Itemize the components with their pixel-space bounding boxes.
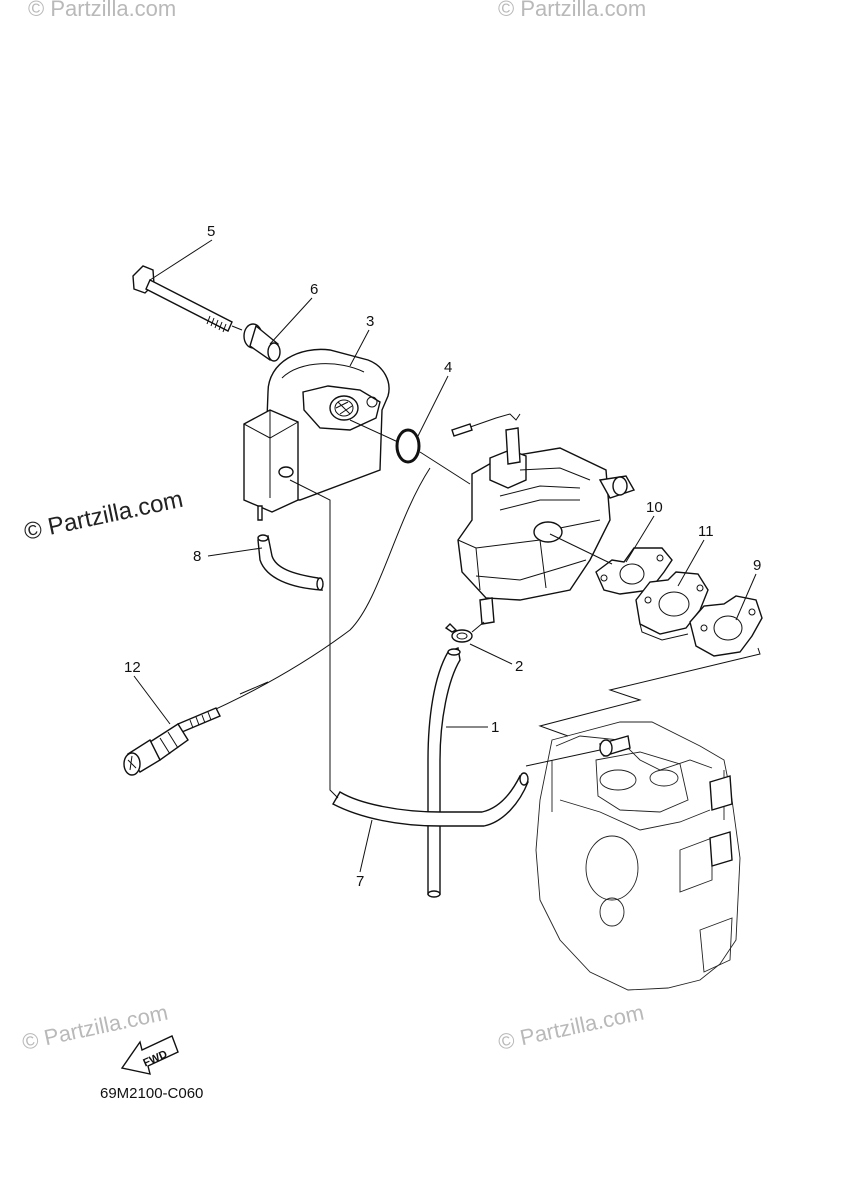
clip-part-2 <box>444 623 473 643</box>
silencer-part-3 <box>243 348 390 521</box>
callout-7: 7 <box>356 873 364 890</box>
diagram-code: 69M2100-C060 <box>100 1085 203 1102</box>
bolt-part-5 <box>132 265 233 333</box>
engine-block <box>535 721 741 991</box>
drain-hose-part-8 <box>257 534 324 591</box>
watermark-top-right: © Partzilla.com <box>498 0 646 21</box>
watermark-mid-left: © Partzilla.com <box>22 486 186 546</box>
callout-11: 11 <box>698 523 714 540</box>
watermark-bottom-right: © Partzilla.com <box>496 1000 646 1055</box>
choke-knob-part-12 <box>123 467 431 776</box>
spacer-part-11 <box>635 571 709 641</box>
callout-10: 10 <box>646 499 663 516</box>
callout-8: 8 <box>193 548 201 565</box>
callout-4: 4 <box>444 359 452 376</box>
callout-5: 5 <box>207 223 215 240</box>
o-ring-part-4 <box>395 428 421 464</box>
callout-6: 6 <box>310 281 318 298</box>
carburetor <box>457 427 636 625</box>
callout-3: 3 <box>366 313 374 330</box>
callout-1: 1 <box>491 719 499 736</box>
callout-2: 2 <box>515 658 523 675</box>
gasket-part-9 <box>689 595 763 657</box>
callout-9: 9 <box>753 557 761 574</box>
fwd-arrow-icon: FWD <box>120 1035 179 1075</box>
callout-12: 12 <box>124 659 141 676</box>
collar-part-6 <box>243 323 281 362</box>
watermark-top-left: © Partzilla.com <box>28 0 176 21</box>
watermark-bottom-left: © Partzilla.com <box>20 1000 170 1055</box>
fuel-hose-part-1 <box>332 647 529 898</box>
